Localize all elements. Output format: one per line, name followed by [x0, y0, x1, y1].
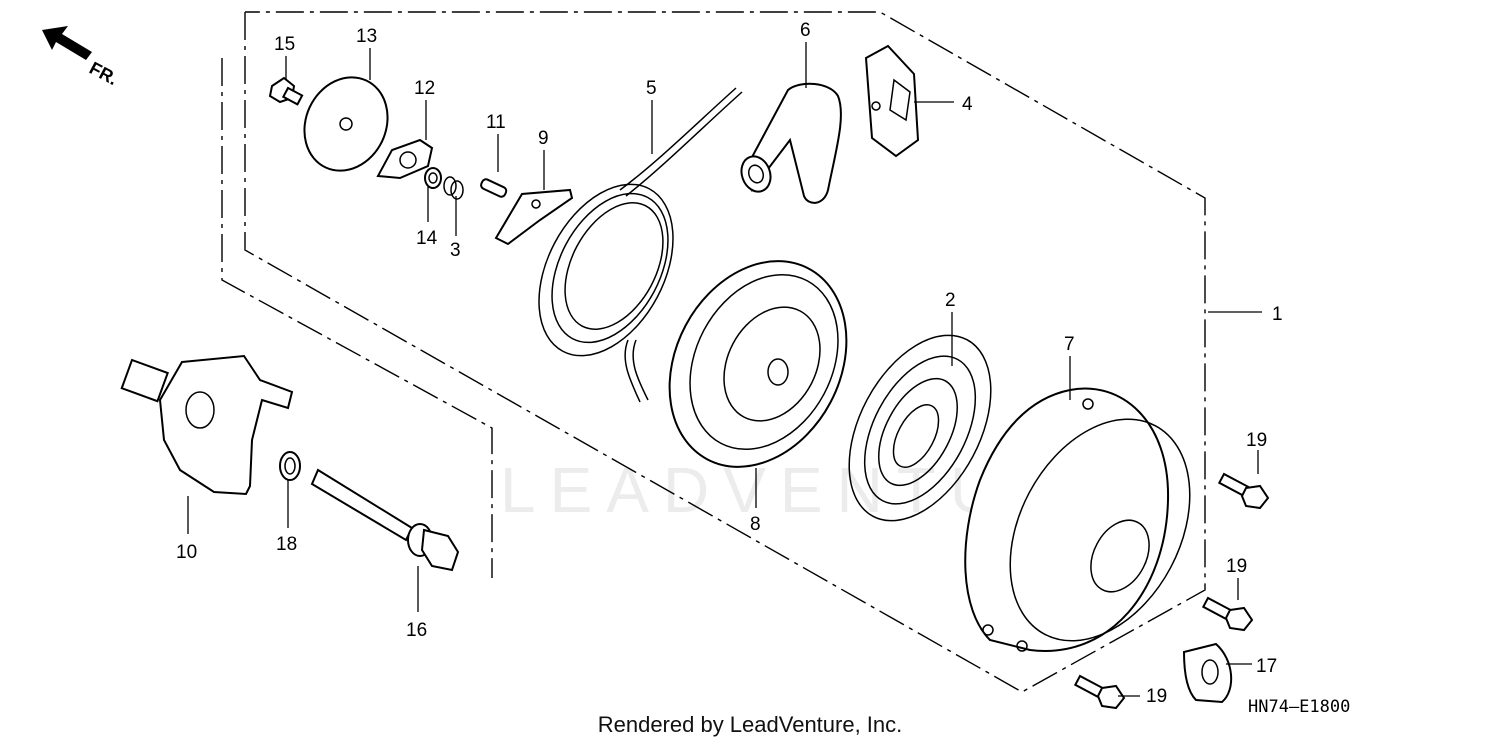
part-9-pawl [494, 188, 574, 246]
footer-credit: Rendered by LeadVenture, Inc. [597, 712, 903, 737]
part-11-pin [480, 178, 508, 198]
part-17-clamp [1182, 642, 1233, 704]
callout-11: 11 [486, 112, 506, 133]
part-3-spring [443, 176, 464, 200]
callout-14: 14 [416, 228, 438, 249]
part-4-grip-insert [864, 44, 920, 158]
direction-label: FR. [86, 58, 121, 89]
callout-2: 2 [945, 290, 956, 311]
front-direction-arrow-icon [42, 26, 92, 60]
part-18-washer [279, 451, 301, 481]
callout-17: 17 [1256, 656, 1277, 677]
part-19-bolt-middle [1201, 596, 1254, 632]
callout-16: 16 [406, 620, 427, 641]
callout-19-middle: 19 [1226, 556, 1247, 577]
part-15-bolt [268, 76, 304, 106]
assembly-boundary [221, 11, 1206, 693]
callout-8: 8 [750, 514, 761, 535]
part-14-collar [424, 167, 442, 189]
callout-5: 5 [646, 78, 657, 99]
callout-15: 15 [274, 34, 295, 55]
callout-9: 9 [538, 128, 549, 149]
part-7-starter-case [964, 387, 1191, 652]
part-2-recoil-spring [848, 334, 992, 522]
callout-6: 6 [800, 20, 811, 41]
part-6-starter-grip [740, 82, 842, 204]
callout-18: 18 [276, 534, 297, 555]
leader-lines [187, 42, 1262, 697]
callout-1: 1 [1272, 304, 1283, 325]
part-10-drive-pulley [120, 354, 294, 496]
part-16-flange-bolt [310, 468, 460, 572]
reference-code: HN74—E1800 [1248, 697, 1350, 717]
callout-13: 13 [356, 26, 377, 47]
callout-12: 12 [414, 78, 435, 99]
part-8-reel [668, 260, 848, 468]
part-19-bolt-upper [1217, 472, 1270, 510]
part-12-ratchet [376, 138, 434, 180]
callout-4: 4 [962, 94, 973, 115]
part-5-starter-rope [538, 87, 743, 403]
callout-10: 10 [176, 542, 197, 563]
callout-7: 7 [1064, 334, 1075, 355]
callout-3: 3 [450, 240, 461, 261]
callout-19-lower: 19 [1146, 686, 1167, 707]
part-13-plate [303, 76, 389, 172]
callout-19-upper: 19 [1246, 430, 1267, 451]
part-19-bolt-lower [1073, 674, 1126, 710]
